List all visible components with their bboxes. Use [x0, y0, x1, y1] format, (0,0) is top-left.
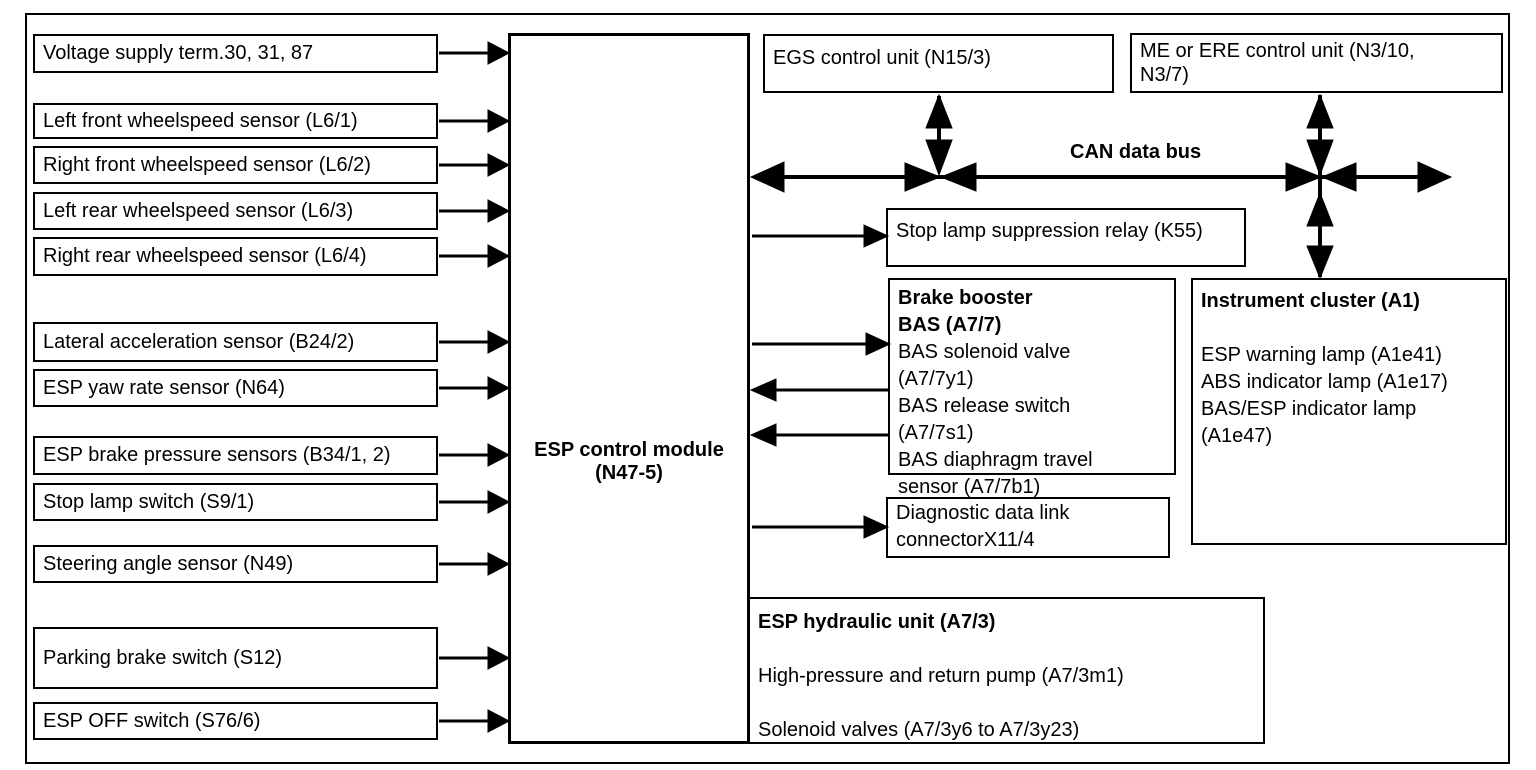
arrow-left-front-wheelspeed-to-esp: [439, 109, 511, 133]
arrow-lateral-acceleration-to-esp: [439, 330, 511, 354]
arrow-left-rear-wheelspeed-to-esp: [439, 199, 511, 223]
input-label: Left front wheelspeed sensor (L6/1): [43, 109, 358, 132]
instrument-cluster-line: ESP warning lamp (A1e41): [1201, 344, 1442, 366]
arrow-bas-release-to-esp: [749, 378, 889, 402]
diagnostic-connector-line2: connectorX11/4: [896, 529, 1035, 551]
brake-booster-line: BAS solenoid valve: [898, 341, 1071, 363]
brake-booster-line: sensor (A7/7b1): [898, 476, 1041, 498]
input-box-left-front-wheelspeed: Left front wheelspeed sensor (L6/1): [33, 103, 438, 139]
arrow-esp-to-stop-lamp-relay: [752, 224, 890, 248]
diagnostic-connector-box: Diagnostic data link connectorX11/4: [886, 497, 1170, 558]
arrow-bas-diaphragm-to-esp: [749, 423, 889, 447]
arrow-esp-off-switch-to-esp: [439, 709, 511, 733]
esp-hydraulic-unit-box: ESP hydraulic unit (A7/3) High-pressure …: [748, 597, 1265, 744]
egs-control-unit-box: EGS control unit (N15/3): [763, 34, 1114, 93]
egs-label: EGS control unit (N15/3): [773, 47, 991, 69]
can-junction-egs: [904, 93, 977, 192]
spacer: [1201, 315, 1505, 342]
hydraulic-unit-title: ESP hydraulic unit (A7/3): [758, 611, 996, 633]
input-box-right-rear-wheelspeed: Right rear wheelspeed sensor (L6/4): [33, 237, 438, 276]
instrument-cluster-line: BAS/ESP indicator lamp: [1201, 398, 1417, 420]
brake-booster-title-line2: BAS (A7/7): [898, 314, 1002, 336]
brake-booster-line: BAS diaphragm travel: [898, 449, 1093, 471]
input-box-brake-pressure: ESP brake pressure sensors (B34/1, 2): [33, 436, 438, 475]
input-label: ESP yaw rate sensor (N64): [43, 376, 285, 399]
arrow-right-rear-wheelspeed-to-esp: [439, 244, 511, 268]
instrument-cluster-line: ABS indicator lamp (A1e17): [1201, 371, 1448, 393]
instrument-cluster-box: Instrument cluster (A1) ESP warning lamp…: [1191, 278, 1507, 545]
input-box-right-front-wheelspeed: Right front wheelspeed sensor (L6/2): [33, 146, 438, 184]
me-ere-label-line2: N3/7): [1140, 64, 1189, 86]
arrow-parking-brake-to-esp: [439, 646, 511, 670]
instrument-cluster-line: (A1e47): [1201, 425, 1273, 447]
instrument-cluster-title: Instrument cluster (A1): [1201, 290, 1420, 312]
esp-control-module-label: ESP control module (N47-5): [511, 439, 747, 485]
esp-module-id: (N47-5): [595, 462, 663, 484]
brake-booster-line: BAS release switch: [898, 395, 1071, 417]
arrow-esp-to-bas-solenoid: [752, 332, 892, 356]
arrow-esp-to-diagnostic-connector: [752, 515, 890, 539]
input-label: Right front wheelspeed sensor (L6/2): [43, 153, 371, 176]
stop-lamp-relay-label: Stop lamp suppression relay (K55): [896, 220, 1203, 242]
can-bus-right-arrowhead: [1417, 161, 1453, 193]
input-label: Left rear wheelspeed sensor (L6/3): [43, 199, 354, 222]
diagram-outer-border: [25, 13, 1510, 764]
can-bus-left-arrowhead: [749, 161, 785, 193]
input-label: ESP OFF switch (S76/6): [43, 709, 261, 732]
input-box-stop-lamp-switch: Stop lamp switch (S9/1): [33, 483, 438, 521]
input-box-left-rear-wheelspeed: Left rear wheelspeed sensor (L6/3): [33, 192, 438, 230]
brake-booster-line: (A7/7s1): [898, 422, 974, 444]
diagnostic-connector-line1: Diagnostic data link: [896, 502, 1070, 524]
input-box-lateral-acceleration: Lateral acceleration sensor (B24/2): [33, 322, 438, 362]
me-ere-label-line1: ME or ERE control unit (N3/10,: [1140, 40, 1415, 62]
esp-module-name: ESP control module: [534, 439, 724, 461]
arrow-voltage-supply-to-esp: [439, 41, 511, 65]
brake-booster-box: Brake booster BAS (A7/7) BAS solenoid va…: [888, 278, 1176, 498]
arrow-right-front-wheelspeed-to-esp: [439, 153, 511, 177]
brake-booster-title-line1: Brake booster: [898, 287, 1033, 309]
input-label: ESP brake pressure sensors (B34/1, 2): [43, 444, 391, 466]
can-bus-label: CAN data bus: [1070, 141, 1202, 163]
arrow-stop-lamp-switch-to-esp: [439, 490, 511, 514]
input-box-yaw-rate: ESP yaw rate sensor (N64): [33, 369, 438, 407]
input-box-voltage-supply: Voltage supply term.30, 31, 87: [33, 34, 438, 73]
me-ere-control-unit-box: ME or ERE control unit (N3/10, N3/7): [1130, 33, 1503, 93]
arrow-yaw-rate-to-esp: [439, 376, 511, 400]
esp-control-module-box: ESP control module (N47-5): [508, 33, 750, 744]
input-box-steering-angle: Steering angle sensor (N49): [33, 545, 438, 583]
spacer: [758, 636, 1263, 663]
input-label: Stop lamp switch (S9/1): [43, 490, 255, 513]
can-junction-me-ere-instrument: [1285, 93, 1357, 280]
input-label: Right rear wheelspeed sensor (L6/4): [43, 245, 367, 267]
hydraulic-unit-line1: High-pressure and return pump (A7/3m1): [758, 665, 1124, 687]
spacer: [758, 690, 1263, 717]
hydraulic-unit-line2: Solenoid valves (A7/3y6 to A7/3y23): [758, 719, 1080, 741]
input-label: Lateral acceleration sensor (B24/2): [43, 330, 355, 353]
brake-booster-line: (A7/7y1): [898, 368, 974, 390]
arrow-steering-angle-to-esp: [439, 552, 511, 576]
stop-lamp-relay-box: Stop lamp suppression relay (K55): [886, 208, 1246, 267]
input-label: Steering angle sensor (N49): [43, 552, 294, 575]
arrow-brake-pressure-to-esp: [439, 443, 511, 467]
input-box-parking-brake: Parking brake switch (S12): [33, 627, 438, 689]
input-box-esp-off-switch: ESP OFF switch (S76/6): [33, 702, 438, 740]
input-label: Parking brake switch (S12): [43, 646, 282, 669]
input-label: Voltage supply term.30, 31, 87: [43, 42, 314, 64]
